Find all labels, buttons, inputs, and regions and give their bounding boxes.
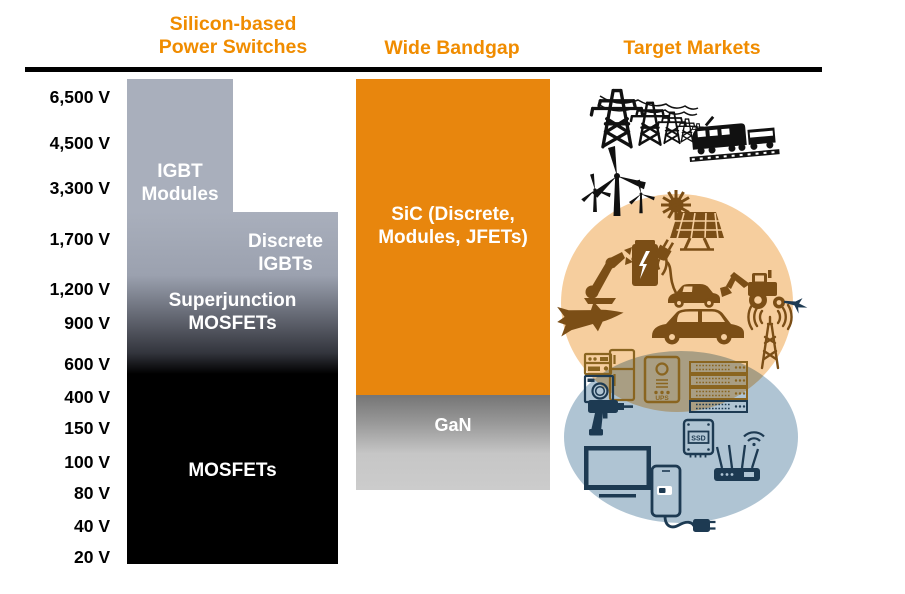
train-icon <box>689 115 780 162</box>
voltage-tick-150: 150 V <box>64 418 110 438</box>
ups-icon: UPS <box>643 355 681 404</box>
voltage-tick-100: 100 V <box>64 452 110 472</box>
discrete-label-line1: Discrete <box>248 231 323 252</box>
transmission-towers-icon <box>589 88 707 149</box>
igbt-label-line1: IGBT <box>157 161 203 182</box>
superjunction-label-line2: MOSFETs <box>188 313 277 334</box>
igbt-modules-label: IGBT Modules <box>127 160 233 206</box>
voltage-tick-20: 20 V <box>74 547 110 567</box>
voltage-tick-600: 600 V <box>64 354 110 374</box>
voltage-tick-1200: 1,200 V <box>49 279 110 299</box>
superjunction-label: Superjunction MOSFETs <box>127 289 338 335</box>
gan-bar <box>356 395 550 490</box>
column-header-wide-bandgap: Wide Bandgap <box>384 37 520 59</box>
wifi-router-icon <box>714 431 765 481</box>
excavator-icon <box>720 270 785 309</box>
sic-label-line2: Modules, JFETs) <box>378 227 528 248</box>
silicon-wide-bar <box>127 212 338 564</box>
header-silicon-line2: Power Switches <box>158 36 308 58</box>
discrete-label-line2: IGBTs <box>258 254 313 275</box>
voltage-tick-3300: 3,300 V <box>49 178 110 198</box>
ups-text: UPS <box>655 395 669 402</box>
header-divider-line <box>25 67 822 72</box>
discrete-igbts-label: Discrete IGBTs <box>233 230 338 276</box>
car-icon <box>652 309 744 345</box>
voltage-tick-900: 900 V <box>64 313 110 333</box>
smartphone-charger-icon <box>650 464 716 532</box>
sic-bar <box>356 79 550 395</box>
superjunction-label-line1: Superjunction <box>168 290 297 311</box>
sic-label-line1: SiC (Discrete, <box>391 204 515 225</box>
target-markets-illustration: UPS <box>557 88 808 532</box>
igbt-label-line2: Modules <box>141 184 219 205</box>
ev-car-charging-icon <box>665 261 720 308</box>
fighter-jet-icon <box>557 301 624 337</box>
power-plug-icon <box>655 239 675 271</box>
column-header-target-markets: Target Markets <box>623 37 761 59</box>
gan-label: GaN <box>434 415 472 435</box>
solar-panel-icon <box>670 212 724 251</box>
server-rack-icon <box>689 361 748 413</box>
header-silicon-line1: Silicon-based <box>169 13 297 35</box>
power-drill-icon <box>588 400 633 436</box>
sun-icon <box>661 190 691 220</box>
voltage-tick-6500: 6,500 V <box>49 87 110 107</box>
voltage-tick-80: 80 V <box>74 483 110 503</box>
aircraft-icon <box>783 298 808 314</box>
sic-label: SiC (Discrete, Modules, JFETs) <box>356 203 550 249</box>
tv-monitor-icon <box>584 446 651 498</box>
ssd-drive-icon: SSD <box>682 418 715 458</box>
igbt-modules-bar <box>127 79 233 212</box>
mosfets-label: MOSFETs <box>188 460 277 481</box>
voltage-tick-1700: 1,700 V <box>49 229 110 249</box>
voltage-tick-400: 400 V <box>64 387 110 407</box>
ssd-text: SSD <box>691 436 705 443</box>
voltage-tick-4500: 4,500 V <box>49 133 110 153</box>
telecom-tower-icon <box>747 303 793 370</box>
column-header-silicon: Silicon-based Power Switches <box>122 13 344 59</box>
refrigerator-icon <box>608 348 636 402</box>
voltage-tick-40: 40 V <box>74 516 110 536</box>
